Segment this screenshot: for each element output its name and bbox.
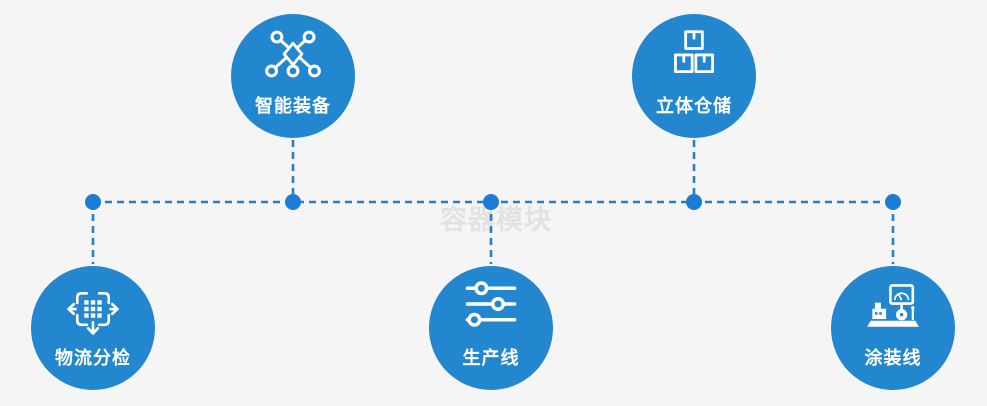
junction-dot [85,194,101,210]
node-production-line: 生产线 [429,266,553,390]
sliders-icon [429,281,553,327]
node-label: 生产线 [462,348,520,369]
junction-dot [686,194,702,210]
sort-dispatch-icon [31,281,155,337]
network-icon [231,29,355,79]
node-coating-line: 涂装线 [831,266,955,390]
node-label: 立体仓储 [656,96,732,117]
stacked-boxes-icon [632,29,756,79]
node-stereo-warehouse: 立体仓储 [632,14,756,138]
junction-dot [285,194,301,210]
watermark: 容器模块 [440,205,552,236]
node-label: 物流分检 [55,348,131,369]
node-label: 涂装线 [864,348,922,369]
machine-icon [831,281,955,333]
node-label: 智能装备 [255,96,331,117]
node-smart-equipment: 智能装备 [231,14,355,138]
junction-dot [885,194,901,210]
node-logistics-sorting: 物流分检 [31,266,155,390]
junction-dot [483,194,499,210]
